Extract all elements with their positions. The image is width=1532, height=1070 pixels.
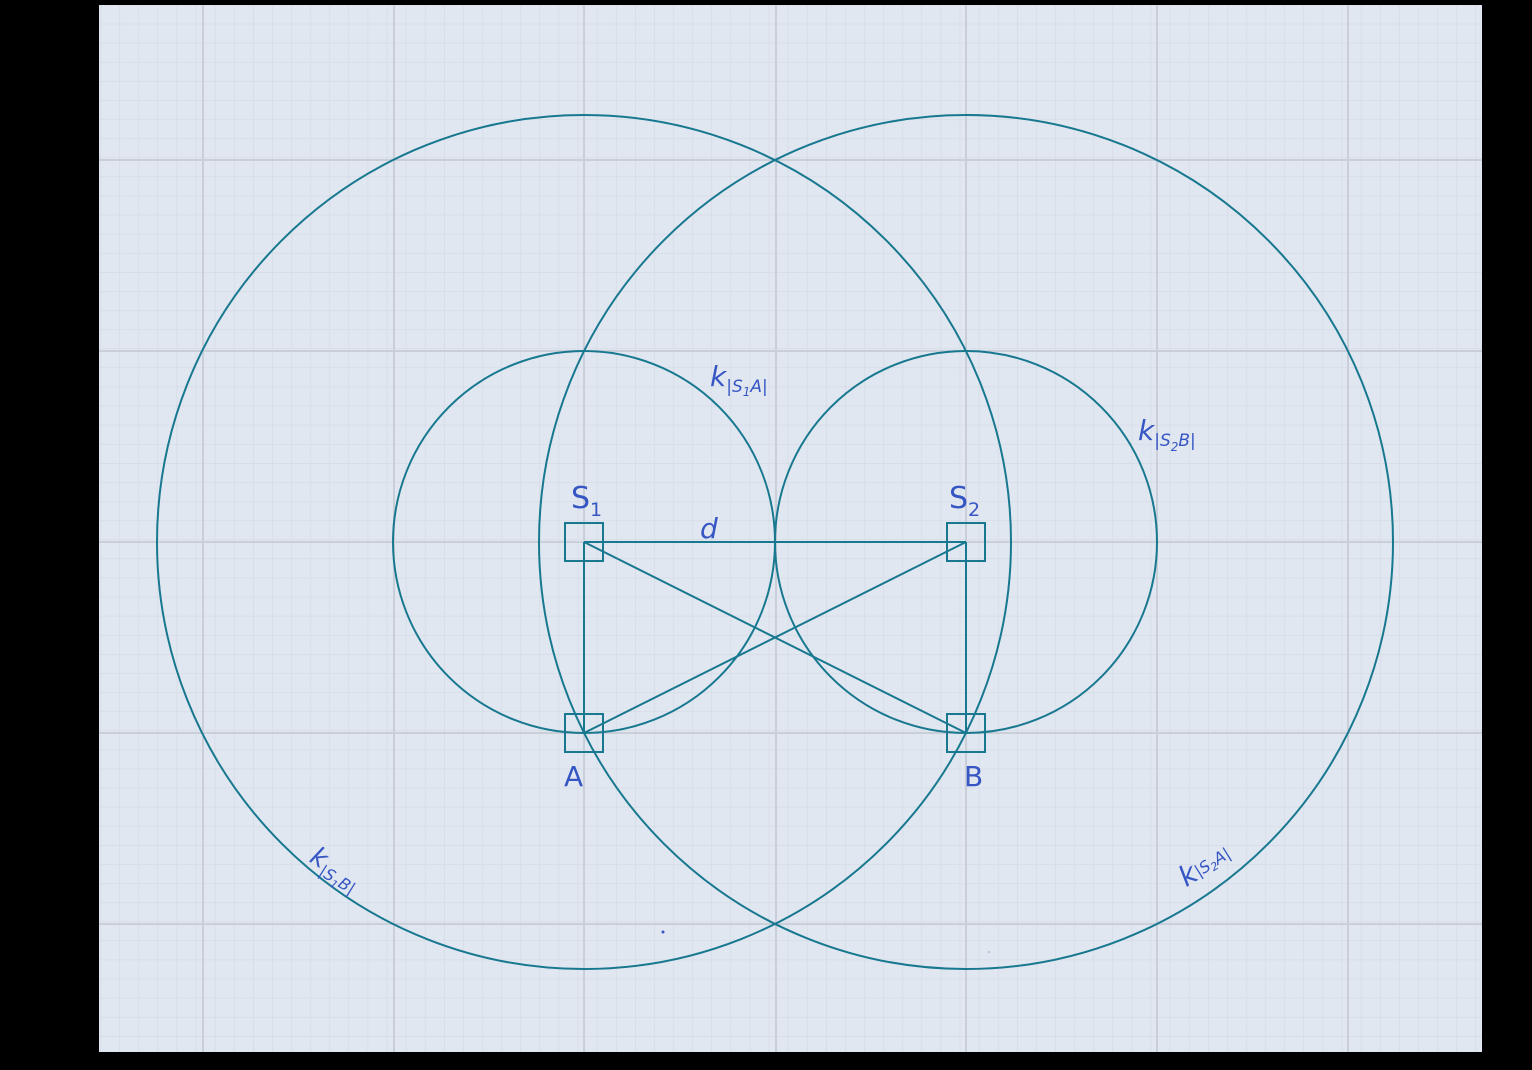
circle-k-s2a[interactable] [538, 114, 1394, 970]
point-marker-b[interactable] [946, 713, 986, 753]
label-k-s1a: k|S1A| [710, 360, 768, 399]
circle-k-s1b[interactable] [156, 114, 1012, 970]
point-marker-s2[interactable] [946, 522, 986, 562]
label-s2: S2 [949, 481, 980, 521]
point-marker-a[interactable] [564, 713, 604, 753]
stray-dot [988, 951, 990, 953]
label-a: A [564, 760, 583, 793]
label-k-s2b: k|S2B| [1138, 414, 1196, 454]
minor-grid [99, 5, 1482, 1052]
label-s1: S1 [571, 481, 602, 521]
grid-paper-canvas[interactable]: S1 S2 A B d k|S1A| k|S2B| k|S1B| [99, 5, 1482, 1052]
label-b: B [964, 760, 983, 793]
geometry-drawing: S1 S2 A B d k|S1A| k|S2B| k|S1B| [99, 5, 1482, 1052]
point-marker-s1[interactable] [564, 522, 604, 562]
label-d: d [700, 512, 718, 545]
segment-s2-a[interactable] [583, 541, 967, 734]
stray-dot [661, 930, 665, 934]
